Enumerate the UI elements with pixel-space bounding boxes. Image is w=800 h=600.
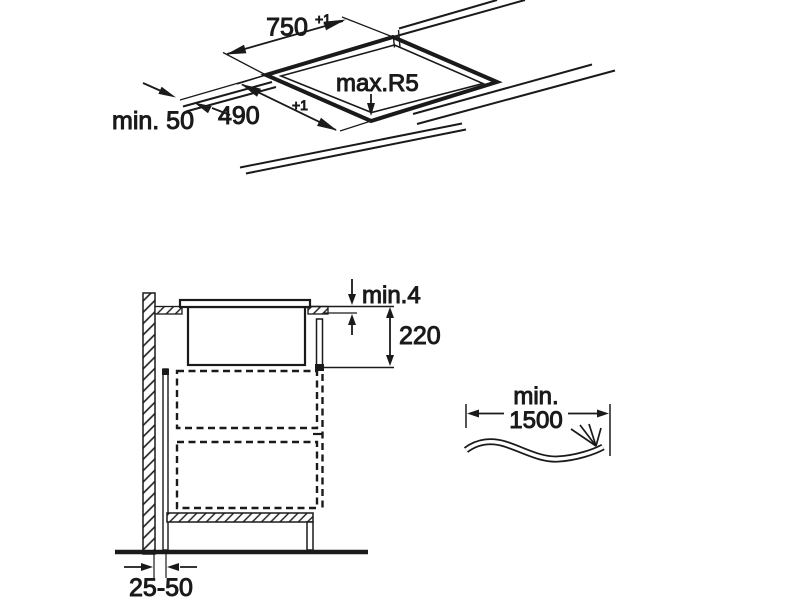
width-dimension-750 xyxy=(222,16,394,76)
power-cable-drawing: min. 1500 xyxy=(463,383,611,463)
top-gap-label: min.4 xyxy=(362,282,421,309)
corner-radius-label: max.R5 xyxy=(336,70,419,97)
cutout-width-label: 750 xyxy=(266,14,308,42)
cabinet-lower-compartment xyxy=(175,440,319,510)
cabinet-side-panel-cap xyxy=(162,369,169,375)
cabinet-shelf xyxy=(166,512,314,523)
cable-length-min-label: min. xyxy=(513,383,558,410)
hob-glass-top xyxy=(178,298,312,309)
clearance-height-label: 220 xyxy=(399,322,441,350)
cutout-depth-label: 490 xyxy=(218,102,260,130)
worktop-left-section xyxy=(154,305,183,315)
hob-body xyxy=(186,305,307,367)
cutout-corner-depth-lines xyxy=(392,29,401,48)
cabinet-right-leg xyxy=(306,521,314,551)
cabinet-side-view: min.4 220 25-50 xyxy=(115,279,441,600)
cabinet-side-panel xyxy=(162,368,169,551)
cable-wire-strands xyxy=(570,423,602,447)
depth-dimension-490 xyxy=(236,74,372,132)
wall-section xyxy=(142,292,156,555)
edge-clearance-arrows xyxy=(142,82,231,116)
cabinet-upper-compartment xyxy=(175,369,319,430)
clearance-height-dimension xyxy=(322,307,394,369)
edge-clearance-label: min. 50 xyxy=(112,107,194,135)
bracket-foot xyxy=(315,364,324,371)
cable-length-value: 1500 xyxy=(509,407,562,434)
cable-length-dimension xyxy=(467,409,609,418)
fixing-bracket xyxy=(315,318,324,368)
top-gap-dimension xyxy=(310,279,394,335)
worktop-front-edge-right xyxy=(412,63,616,125)
worktop-front-edge-lower xyxy=(239,122,467,175)
worktop-back-edge xyxy=(392,0,526,38)
corner-radius-arrow xyxy=(367,94,375,116)
cable-wavy-body xyxy=(463,438,605,463)
wall-distance-label: 25-50 xyxy=(129,574,193,600)
cutout-depth-tolerance: +1 xyxy=(292,97,308,113)
wall-distance-dimension xyxy=(124,554,197,578)
cutout-perspective-view: 750 +1 490 +1 min. 50 max.R5 xyxy=(112,0,616,175)
cutout-width-tolerance: +1 xyxy=(315,11,331,27)
